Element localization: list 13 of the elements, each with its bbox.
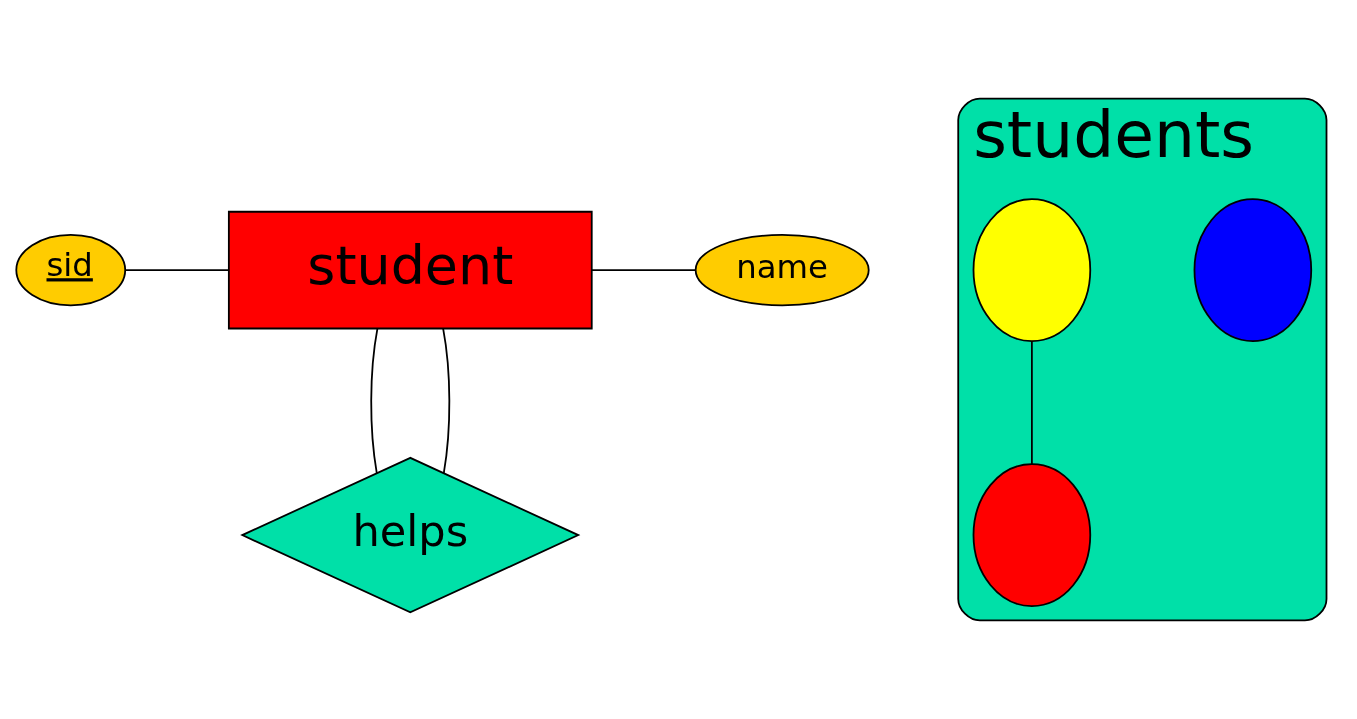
node-box: student: [227, 210, 593, 330]
cluster: students: [957, 97, 1328, 622]
node-circle: [972, 198, 1092, 342]
node-circle: [972, 463, 1092, 607]
connector: [1031, 340, 1033, 465]
node-diamond: helps: [240, 456, 581, 614]
connector: [442, 327, 451, 474]
node-ellipse: sid: [15, 234, 127, 307]
connector: [590, 269, 697, 271]
connector: [370, 327, 379, 474]
node-circle: [1193, 198, 1313, 342]
node-ellipse: name: [694, 234, 870, 307]
connector: [124, 269, 230, 271]
